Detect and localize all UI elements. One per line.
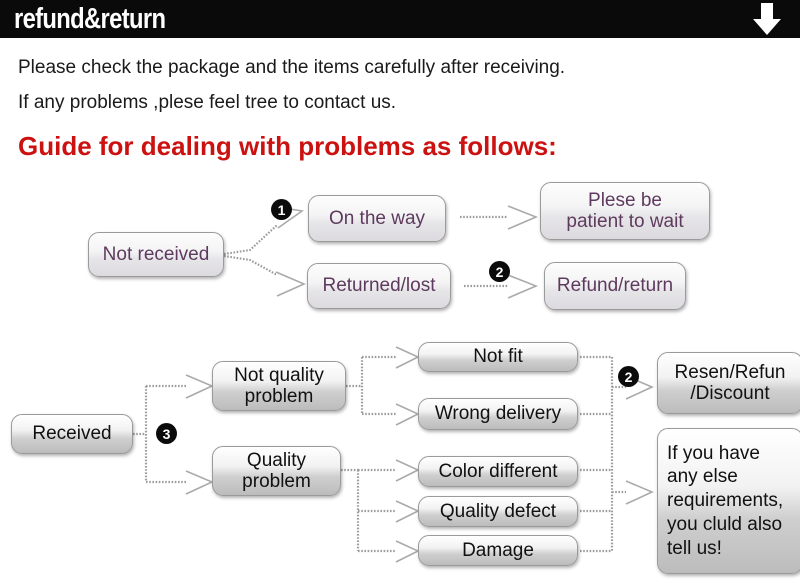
- box-contact-line-2: any else: [667, 466, 738, 488]
- box-not-quality-problem[interactable]: Not quality problem: [212, 361, 346, 411]
- box-not-quality-problem-label: Not quality problem: [234, 365, 324, 408]
- box-contact-line-5: tell us!: [667, 537, 722, 559]
- box-refund-return-label: Refund/return: [556, 275, 674, 297]
- box-quality-problem-label: Quality problem: [242, 450, 311, 493]
- header-bar: refund&return: [0, 0, 800, 38]
- box-not-fit[interactable]: Not fit: [418, 342, 578, 372]
- box-refund-return[interactable]: Refund/return: [544, 262, 686, 310]
- box-contact-line-1: If you have: [667, 442, 760, 464]
- box-on-the-way[interactable]: On the way: [308, 195, 446, 242]
- box-received[interactable]: Received: [11, 414, 133, 454]
- box-contact-line-3: requirements,: [667, 490, 784, 512]
- badge-step-3: 3: [156, 423, 177, 444]
- box-not-received-label: Not received: [102, 243, 210, 265]
- box-damage[interactable]: Damage: [418, 535, 578, 566]
- box-not-quality-problem-line-2: problem: [244, 386, 314, 407]
- badge-step-3-label: 3: [162, 425, 171, 442]
- box-damage-label: Damage: [462, 539, 534, 561]
- guide-heading: Guide for dealing with problems as follo…: [18, 131, 557, 161]
- box-not-fit-label: Not fit: [473, 346, 523, 368]
- box-on-the-way-label: On the way: [328, 207, 426, 229]
- box-wrong-delivery[interactable]: Wrong delivery: [418, 398, 578, 430]
- intro-line-1: Please check the package and the items c…: [18, 57, 566, 78]
- page-title: refund&return: [14, 3, 166, 35]
- box-please-wait-line-2: patient to wait: [566, 211, 684, 232]
- box-color-different-label: Color different: [438, 460, 558, 482]
- box-quality-problem[interactable]: Quality problem: [212, 446, 341, 496]
- badge-step-1-label: 1: [277, 201, 286, 218]
- box-resend-refund-discount[interactable]: Resen/Refun /Discount: [657, 352, 800, 414]
- box-please-wait-line-1: Plese be: [588, 189, 662, 211]
- box-returned-lost[interactable]: Returned/lost: [307, 263, 451, 309]
- box-contact-us[interactable]: If you have any else requirements, you c…: [657, 428, 800, 574]
- box-contact-us-label: If you have any else requirements, you c…: [667, 442, 783, 561]
- box-quality-defect[interactable]: Quality defect: [418, 496, 578, 527]
- badge-step-2-top-label: 2: [495, 263, 504, 280]
- box-not-received[interactable]: Not received: [88, 232, 224, 277]
- intro-line-2: If any problems ,plese feel tree to cont…: [18, 92, 397, 113]
- box-quality-problem-line-1: Quality: [246, 449, 307, 471]
- box-please-wait-label: Plese be patient to wait: [566, 190, 683, 233]
- box-color-different[interactable]: Color different: [418, 456, 578, 487]
- badge-step-2-top: 2: [489, 261, 510, 282]
- badge-step-2-bottom: 2: [618, 366, 639, 387]
- box-please-wait[interactable]: Plese be patient to wait: [540, 182, 710, 240]
- box-resend-line-1: Resen/Refun: [674, 361, 786, 383]
- badge-step-1: 1: [271, 199, 292, 220]
- box-resend-refund-discount-label: Resen/Refun /Discount: [675, 362, 786, 405]
- box-quality-defect-label: Quality defect: [439, 500, 557, 522]
- box-quality-problem-line-2: problem: [242, 471, 311, 492]
- box-wrong-delivery-label: Wrong delivery: [434, 403, 562, 425]
- box-received-label: Received: [32, 423, 112, 445]
- down-arrow-icon: [753, 3, 781, 35]
- box-resend-line-2: /Discount: [690, 383, 770, 404]
- box-contact-line-4: you cluld also: [667, 513, 783, 535]
- badge-step-2-bottom-label: 2: [624, 368, 633, 385]
- box-not-quality-problem-line-1: Not quality: [234, 364, 324, 386]
- box-returned-lost-label: Returned/lost: [322, 275, 436, 297]
